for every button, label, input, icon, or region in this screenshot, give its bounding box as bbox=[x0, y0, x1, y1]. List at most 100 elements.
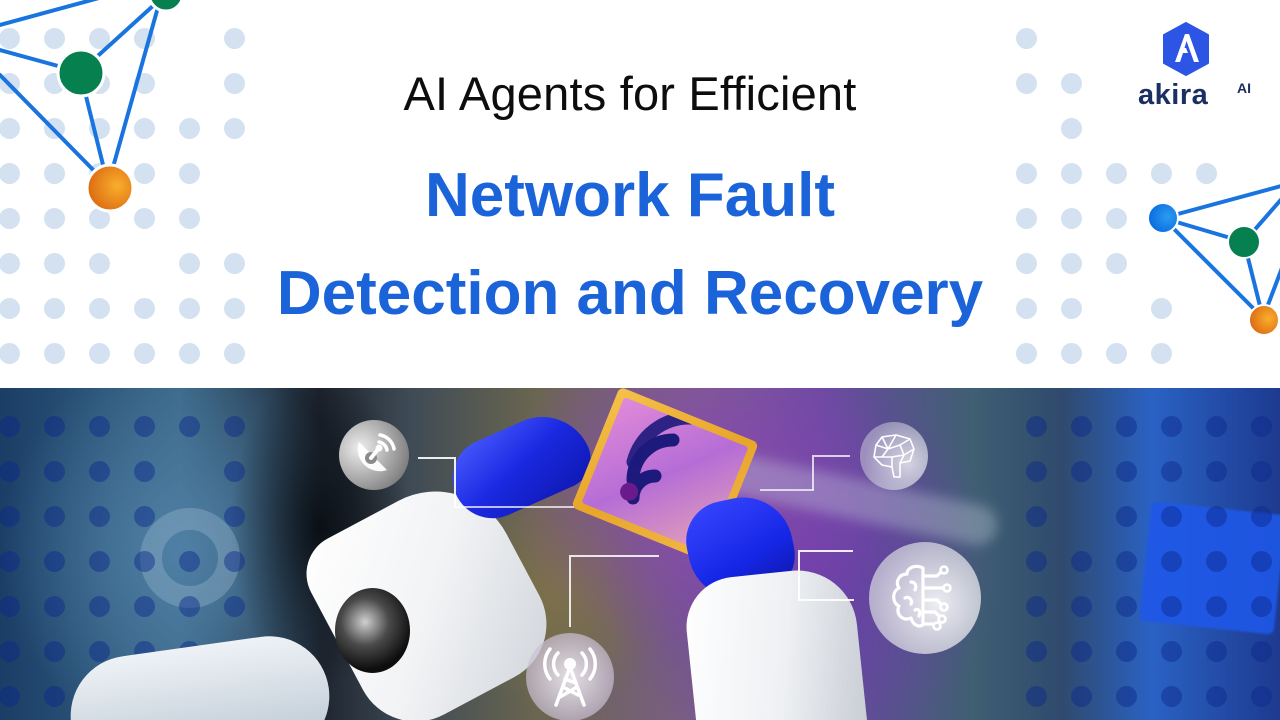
connector-brain-circuit-bottom bbox=[798, 599, 854, 601]
pattern-dot bbox=[1206, 551, 1227, 572]
pattern-dot bbox=[224, 28, 245, 49]
pattern-dot bbox=[224, 506, 245, 527]
pattern-dot bbox=[224, 298, 245, 319]
pattern-dot bbox=[1106, 343, 1127, 364]
pattern-dot bbox=[0, 298, 20, 319]
pattern-dot bbox=[44, 686, 65, 707]
pattern-dot bbox=[1116, 416, 1137, 437]
connector-brain-network bbox=[812, 455, 850, 490]
pattern-dot bbox=[1061, 253, 1082, 274]
pattern-dot bbox=[89, 551, 110, 572]
pattern-dot bbox=[1116, 506, 1137, 527]
pattern-dot bbox=[0, 28, 20, 49]
pattern-dot bbox=[1106, 253, 1127, 274]
pattern-dot bbox=[224, 253, 245, 274]
pattern-dot bbox=[179, 596, 200, 617]
pattern-dot bbox=[1061, 163, 1082, 184]
pattern-dot bbox=[1251, 461, 1272, 482]
pattern-dot bbox=[0, 686, 20, 707]
pattern-dot bbox=[44, 596, 65, 617]
pattern-dot bbox=[1061, 208, 1082, 229]
logo-suffix: AI bbox=[1237, 80, 1251, 96]
pattern-dot bbox=[1071, 596, 1092, 617]
pattern-dot bbox=[0, 163, 20, 184]
pattern-dot bbox=[89, 641, 110, 662]
pattern-dot bbox=[89, 596, 110, 617]
pattern-dot bbox=[0, 551, 20, 572]
pattern-dot bbox=[1071, 641, 1092, 662]
pattern-dot bbox=[1061, 298, 1082, 319]
pattern-dot bbox=[89, 208, 110, 229]
pattern-dot bbox=[1151, 343, 1172, 364]
feature-brain-network bbox=[860, 422, 928, 490]
hero-photo bbox=[0, 388, 1280, 720]
wifi-chip bbox=[571, 388, 759, 564]
pattern-dot bbox=[1016, 208, 1037, 229]
pattern-dot bbox=[44, 253, 65, 274]
connector-brain-circuit bbox=[798, 550, 853, 600]
pattern-dot bbox=[134, 343, 155, 364]
pattern-dot bbox=[134, 506, 155, 527]
pattern-dot bbox=[44, 416, 65, 437]
pattern-dot bbox=[1026, 506, 1047, 527]
connector-satellite-bottom bbox=[454, 506, 574, 508]
feature-brain-circuit bbox=[869, 542, 981, 654]
pattern-dot bbox=[1161, 461, 1182, 482]
pattern-dot bbox=[44, 506, 65, 527]
pattern-dot bbox=[44, 551, 65, 572]
pattern-dot bbox=[44, 343, 65, 364]
pattern-dot bbox=[179, 163, 200, 184]
satellite-dish-icon bbox=[357, 433, 396, 472]
pattern-dot bbox=[0, 641, 20, 662]
pattern-dot bbox=[224, 343, 245, 364]
pattern-dot bbox=[89, 343, 110, 364]
pattern-dot bbox=[1061, 343, 1082, 364]
pattern-dot bbox=[1016, 163, 1037, 184]
title-line-3: Detection and Recovery bbox=[276, 259, 984, 328]
pattern-dot bbox=[44, 163, 65, 184]
logo-wordmark: akira bbox=[1138, 79, 1209, 111]
pattern-dot bbox=[0, 506, 20, 527]
pattern-dot bbox=[134, 208, 155, 229]
pattern-dot bbox=[224, 461, 245, 482]
connector-brain-network-bottom bbox=[760, 489, 814, 491]
pattern-dot bbox=[179, 208, 200, 229]
pattern-dot bbox=[1116, 641, 1137, 662]
pattern-dot bbox=[1061, 118, 1082, 139]
pattern-dot bbox=[0, 208, 20, 229]
pattern-dot bbox=[224, 596, 245, 617]
pattern-dot bbox=[0, 343, 20, 364]
pattern-dot bbox=[1016, 298, 1037, 319]
pattern-dot bbox=[1116, 686, 1137, 707]
pattern-dot bbox=[0, 118, 20, 139]
pattern-dot bbox=[89, 253, 110, 274]
pattern-dot bbox=[1161, 551, 1182, 572]
pattern-dot bbox=[0, 596, 20, 617]
feature-radio-tower bbox=[526, 633, 614, 720]
pattern-dot bbox=[1206, 641, 1227, 662]
pattern-dot bbox=[134, 118, 155, 139]
pattern-dot bbox=[89, 28, 110, 49]
radio-tower-icon bbox=[542, 647, 598, 707]
pattern-dot bbox=[1251, 551, 1272, 572]
pattern-dot bbox=[134, 163, 155, 184]
pattern-dot bbox=[1251, 641, 1272, 662]
pattern-dot bbox=[44, 28, 65, 49]
pattern-dot bbox=[134, 551, 155, 572]
pattern-dot bbox=[89, 298, 110, 319]
pattern-dot bbox=[1206, 416, 1227, 437]
connector-satellite bbox=[418, 457, 456, 507]
pattern-dot bbox=[1016, 343, 1037, 364]
pattern-dot bbox=[1026, 551, 1047, 572]
pattern-dot bbox=[1016, 73, 1037, 94]
pattern-dot bbox=[89, 416, 110, 437]
pattern-dot bbox=[179, 298, 200, 319]
pattern-dot bbox=[179, 343, 200, 364]
network-graph-right-icon bbox=[1147, 184, 1280, 336]
pattern-dot bbox=[134, 298, 155, 319]
pattern-dot bbox=[44, 208, 65, 229]
pattern-dot bbox=[1071, 686, 1092, 707]
akira-ai-logo[interactable]: akira AI bbox=[1138, 22, 1256, 112]
pattern-dot bbox=[89, 506, 110, 527]
pattern-dot bbox=[224, 551, 245, 572]
